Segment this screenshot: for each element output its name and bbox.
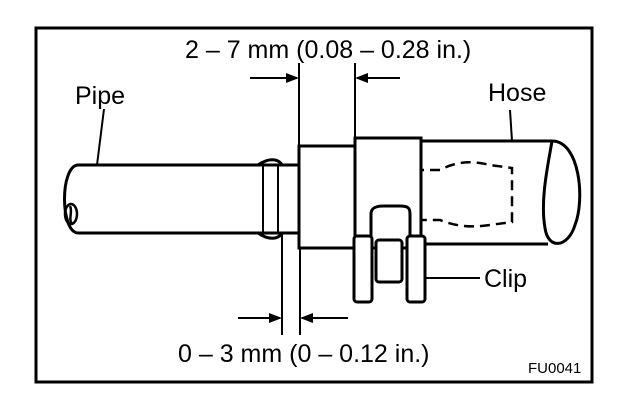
clip-band — [297, 136, 423, 250]
hose-label: Hose — [488, 79, 546, 107]
hidden-pipe-end — [302, 161, 514, 228]
clip — [352, 204, 427, 304]
bottom-dimension-markers — [238, 233, 348, 335]
clip-label: Clip — [484, 265, 527, 293]
figure-code: FU0041 — [528, 360, 581, 377]
bottom-dimension-label: 0 – 3 mm (0 – 0.12 in.) — [178, 340, 430, 368]
top-dimension-label: 2 – 7 mm (0.08 – 0.28 in.) — [185, 36, 471, 64]
hose — [420, 139, 582, 246]
pipe — [63, 158, 300, 240]
top-dimension-markers — [250, 63, 400, 146]
leader-lines — [96, 108, 513, 279]
pipe-label: Pipe — [75, 82, 125, 110]
